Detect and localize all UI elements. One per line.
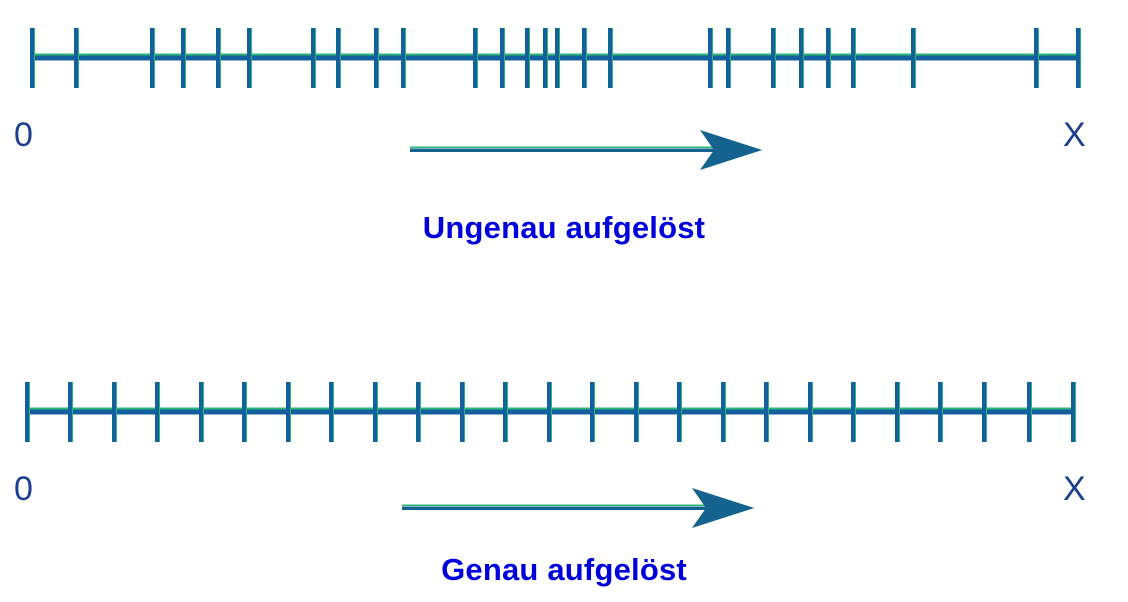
- direction-arrow-precise: [402, 488, 754, 528]
- axis-end-label-precise: X: [1063, 470, 1086, 508]
- caption-imprecise: Ungenau aufgelöst: [422, 210, 706, 245]
- panel-precise: 0 X Genau aufgelöst: [0, 300, 1128, 602]
- axis-start-label-imprecise: 0: [14, 116, 33, 154]
- axis-end-label-imprecise: X: [1063, 116, 1086, 154]
- ruler-precise: [25, 382, 1076, 442]
- caption-precise: Genau aufgelöst: [441, 552, 687, 587]
- axis-start-label-precise: 0: [14, 470, 33, 508]
- direction-arrow-imprecise: [410, 130, 762, 170]
- ruler-imprecise: [30, 28, 1081, 88]
- panel-imprecise: 0 X Ungenau aufgelöst: [0, 0, 1128, 300]
